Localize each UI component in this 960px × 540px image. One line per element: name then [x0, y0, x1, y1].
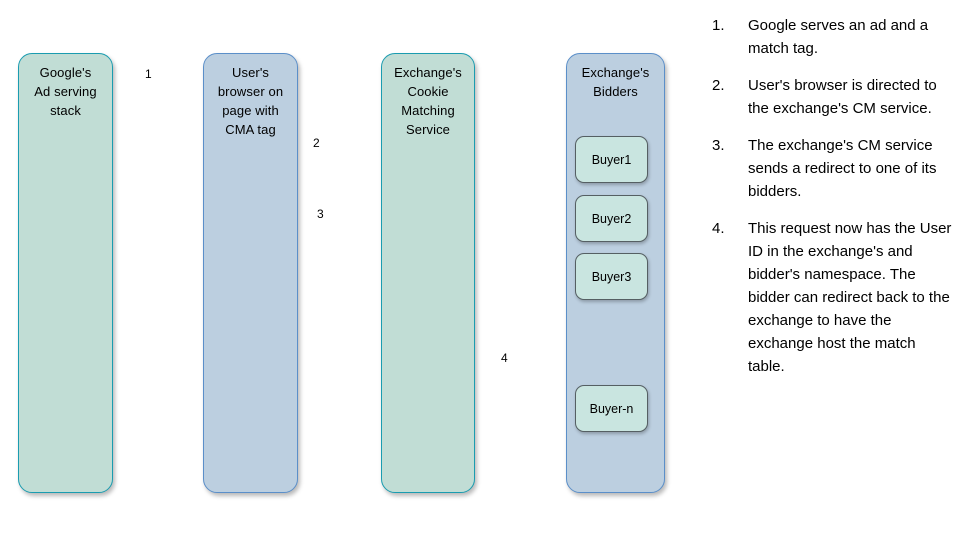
lane-label: User's browser on page with CMA tag: [217, 65, 284, 137]
lane-label: Google's Ad serving stack: [34, 65, 97, 118]
lane-label: Exchange's Cookie Matching Service: [394, 65, 462, 137]
list-item: 2. User's browser is directed to the exc…: [706, 74, 954, 120]
arrow-3-label: 3: [317, 207, 324, 221]
lane-google-ad-serving-stack: Google's Ad serving stack: [18, 53, 113, 493]
arrow-2-label: 2: [313, 136, 320, 150]
arrow-1-label: 1: [145, 67, 152, 81]
buyer-box-n: Buyer-n: [575, 385, 648, 432]
step-number: 2.: [712, 77, 725, 94]
step-number: 4.: [712, 220, 725, 237]
buyer-box-1: Buyer1: [575, 136, 648, 183]
buyer-box-3: Buyer3: [575, 253, 648, 300]
step-number: 3.: [712, 137, 725, 154]
list-item: 4. This request now has the User ID in t…: [706, 217, 954, 378]
step-text: This request now has the User ID in the …: [748, 220, 952, 375]
lane-label: Exchange's Bidders: [581, 65, 650, 99]
step-number: 1.: [712, 17, 725, 34]
step-text: The exchange's CM service sends a redire…: [748, 137, 937, 200]
steps-list: 1. Google serves an ad and a match tag. …: [706, 14, 954, 392]
step-text: Google serves an ad and a match tag.: [748, 17, 929, 57]
lane-user-browser: User's browser on page with CMA tag: [203, 53, 298, 493]
buyer-box-2: Buyer2: [575, 195, 648, 242]
lane-exchange-cookie-matching-service: Exchange's Cookie Matching Service: [381, 53, 475, 493]
list-item: 1. Google serves an ad and a match tag.: [706, 14, 954, 60]
arrow-4-label: 4: [501, 351, 508, 365]
list-item: 3. The exchange's CM service sends a red…: [706, 134, 954, 203]
step-text: User's browser is directed to the exchan…: [748, 77, 937, 117]
